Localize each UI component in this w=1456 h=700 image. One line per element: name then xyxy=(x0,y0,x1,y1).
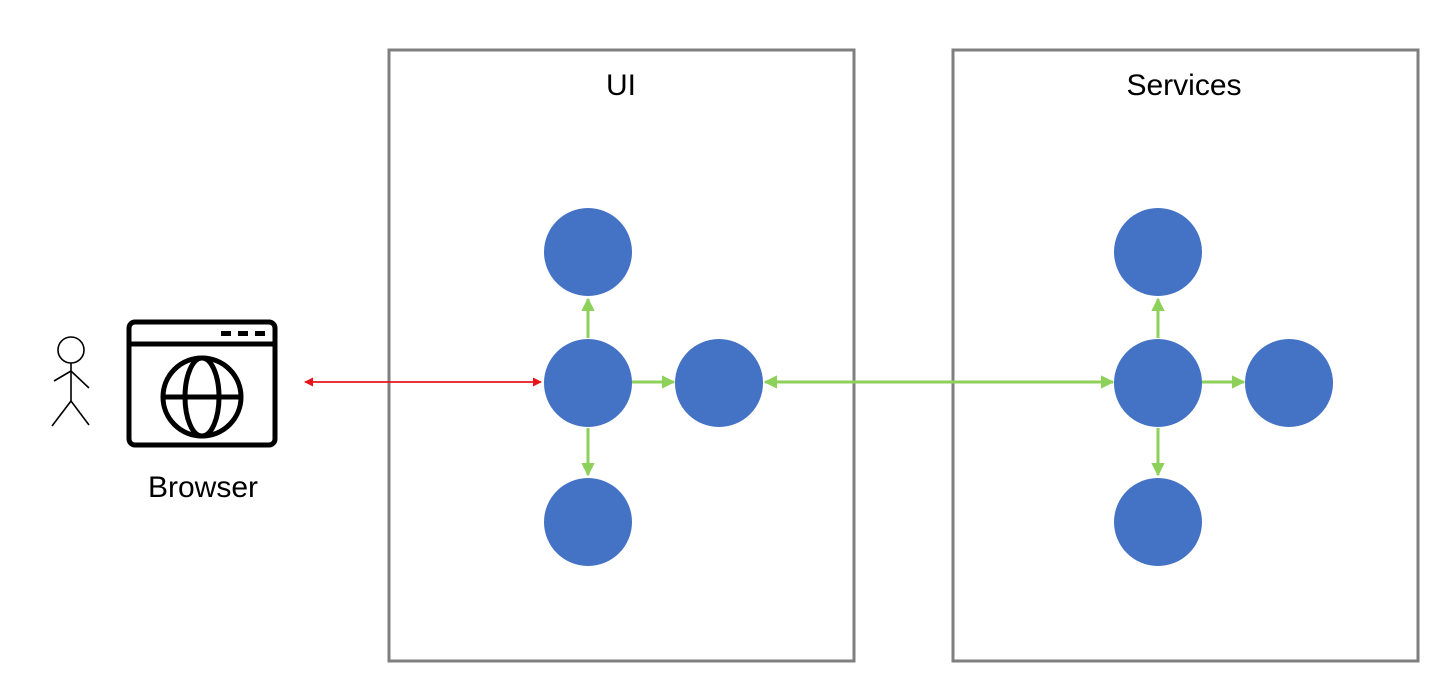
person-icon xyxy=(51,336,90,427)
services-node-center xyxy=(1114,339,1202,427)
services-container xyxy=(951,48,1420,663)
services-node-top xyxy=(1114,208,1202,296)
browser-window-icon xyxy=(126,319,278,448)
ui-node-center xyxy=(544,339,632,427)
services-container-title: Services xyxy=(1126,69,1241,102)
ui-container xyxy=(387,48,856,663)
ui-node-right xyxy=(675,339,763,427)
globe-icon xyxy=(160,355,244,439)
services-node-right xyxy=(1245,339,1333,427)
ui-node-top xyxy=(544,208,632,296)
ui-container-title: UI xyxy=(606,69,636,102)
ui-node-bottom xyxy=(544,478,632,566)
browser-label: Browser xyxy=(148,471,258,504)
services-node-bottom xyxy=(1114,478,1202,566)
